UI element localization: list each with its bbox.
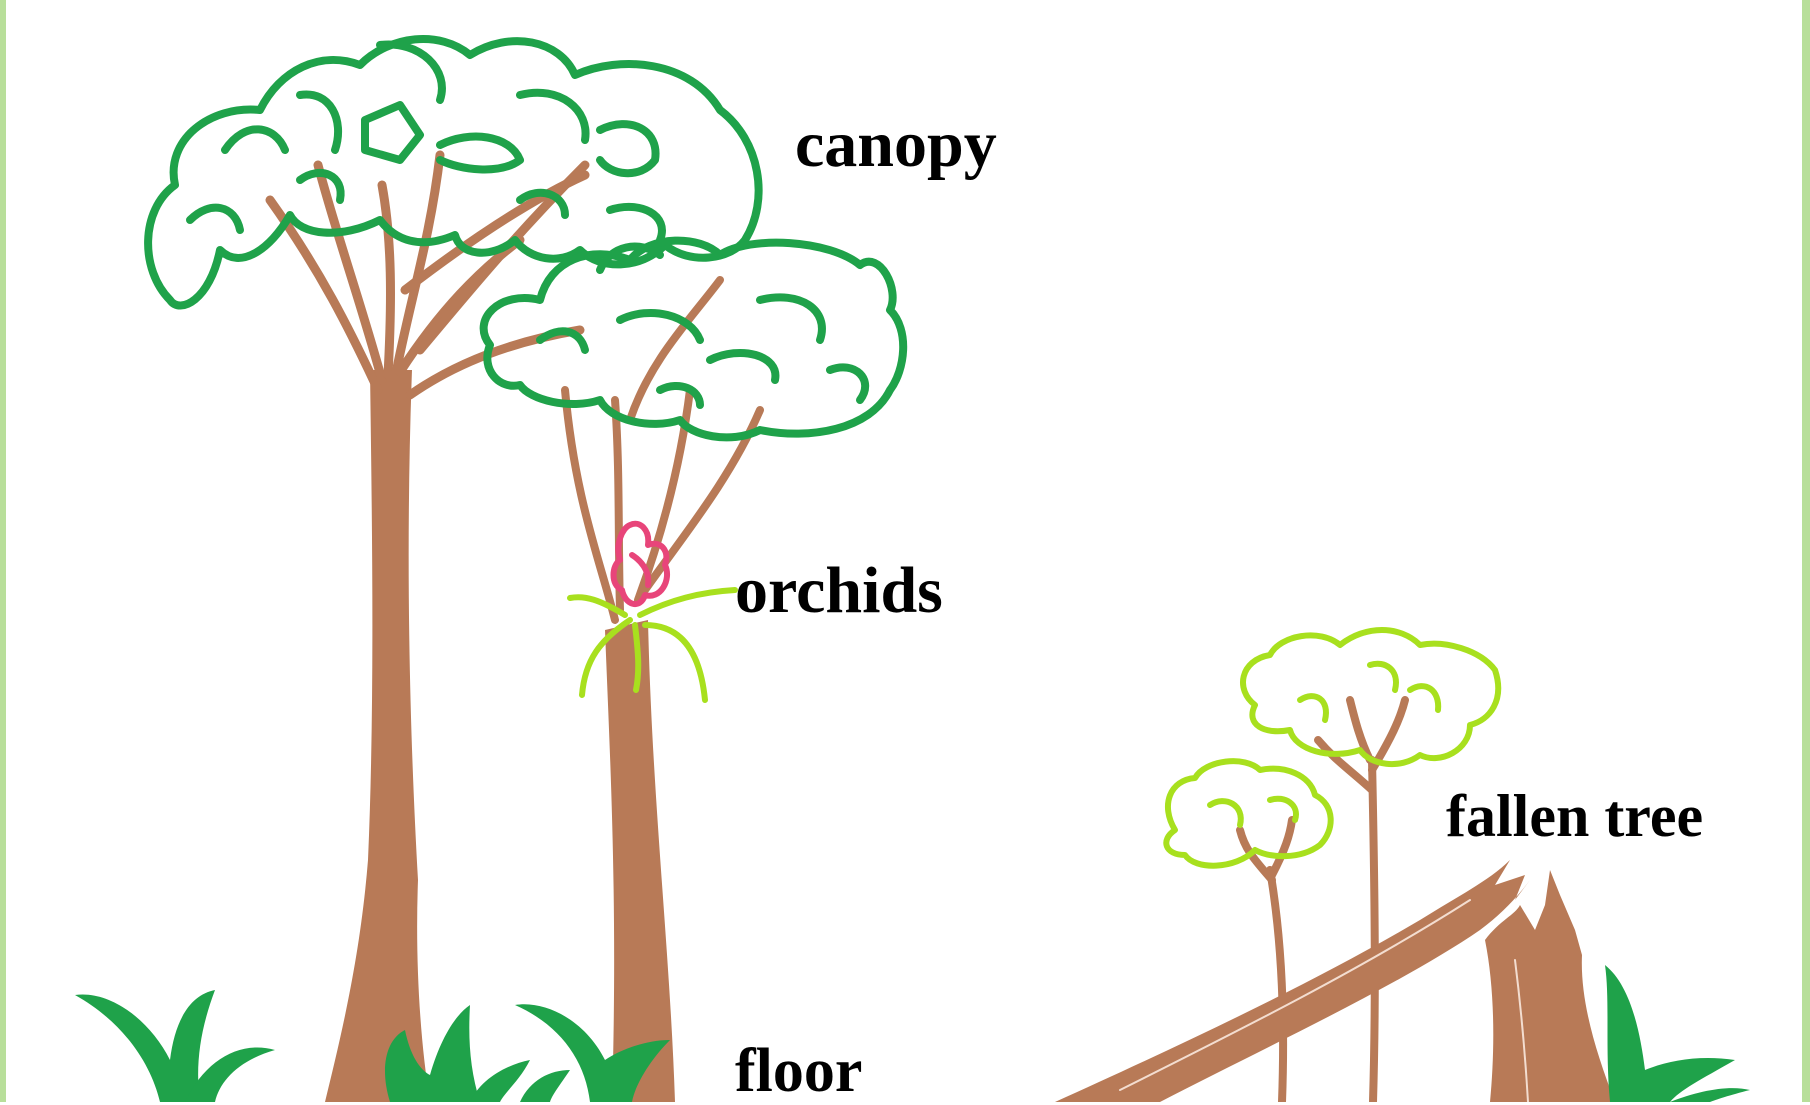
fern-6 [520,1070,570,1102]
label-orchids: orchids [735,558,943,624]
left-frame-line [0,0,6,1102]
label-canopy: canopy [795,112,997,178]
young-tree-canopy-large [1243,630,1498,764]
orchid-leaves [570,590,735,700]
fallen-tree-log [1055,860,1530,1102]
fern-7 [1605,965,1735,1102]
label-floor: floor [735,1040,862,1102]
label-fallen-tree: fallen tree [1446,786,1703,846]
fern-1 [75,990,215,1102]
fallen-tree [1055,860,1615,1102]
fern-4 [470,1060,530,1102]
tall-tree-trunk [325,370,430,1102]
tall-tree-canopy [148,39,759,306]
orchid-tree-canopy [484,241,904,438]
orchid-tree-branches [565,280,760,620]
orchid-tree [484,241,904,1102]
right-frame-line [1802,0,1810,1102]
orchid-tree-trunk [605,620,675,1102]
